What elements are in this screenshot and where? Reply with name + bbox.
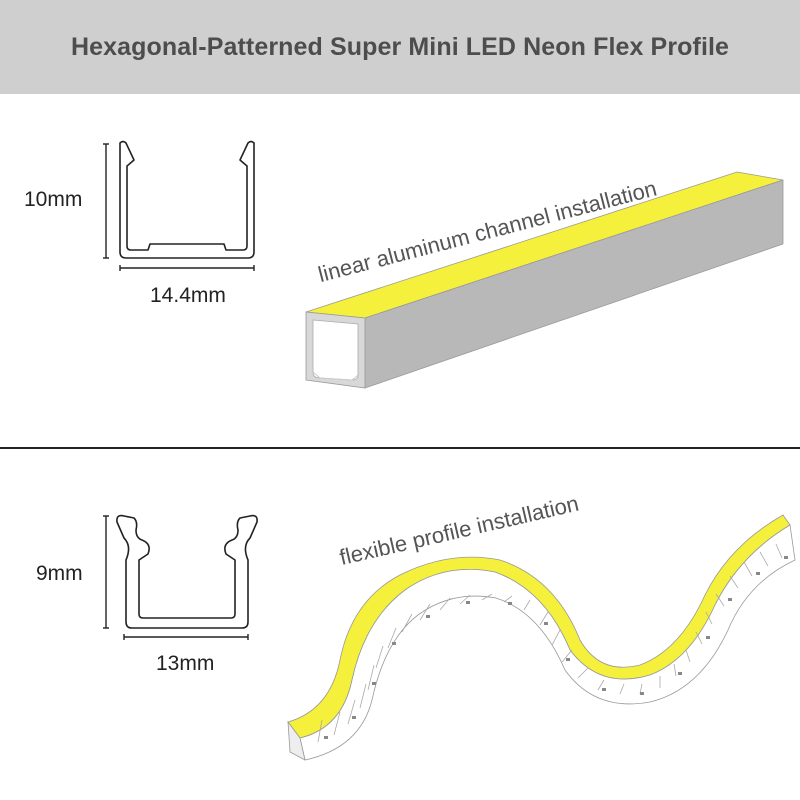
width-dimension-line-1 <box>119 265 255 271</box>
height-dimension-label-1: 10mm <box>24 188 83 211</box>
width-dimension-line-2 <box>123 634 249 640</box>
section-divider <box>0 447 800 449</box>
width-dimension-label-2: 13mm <box>156 652 215 675</box>
aluminum-channel-3d <box>305 171 784 389</box>
flexible-profile-cross-section <box>116 514 258 629</box>
height-dimension-line-1 <box>103 143 109 259</box>
height-dimension-line-2 <box>103 515 109 629</box>
flexible-neon-strip <box>287 514 796 761</box>
aluminum-channel-cross-section <box>119 140 255 259</box>
width-dimension-label-1: 14.4mm <box>150 284 226 307</box>
height-dimension-label-2: 9mm <box>36 562 83 585</box>
page-title: Hexagonal-Patterned Super Mini LED Neon … <box>70 32 730 61</box>
title-banner: Hexagonal-Patterned Super Mini LED Neon … <box>0 0 800 94</box>
